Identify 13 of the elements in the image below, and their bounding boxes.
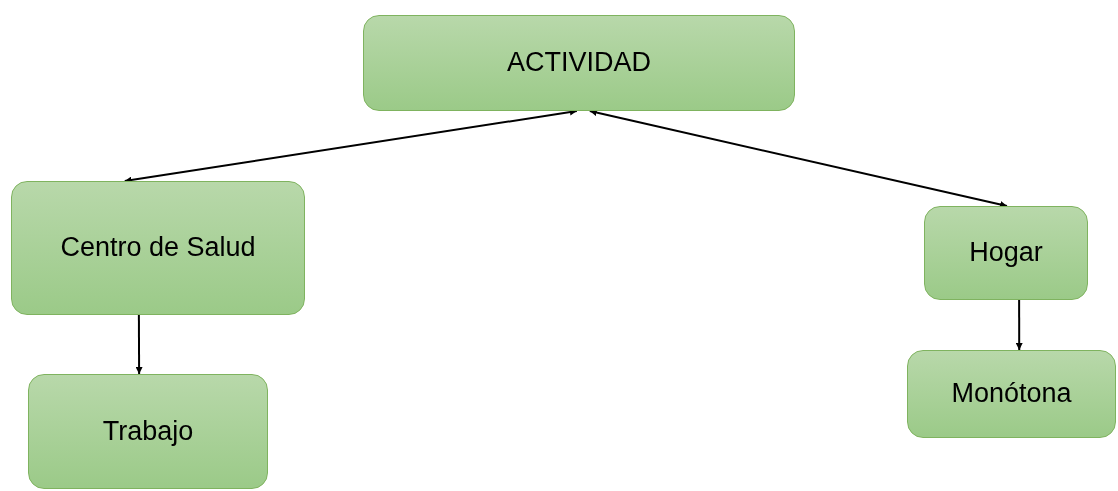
- arrow: [1015, 299, 1023, 351]
- box-label: Centro de Salud: [60, 231, 256, 265]
- process-box: [28, 374, 268, 489]
- arrow: [588, 109, 1008, 208]
- process-box: [924, 206, 1088, 300]
- process-box: [363, 15, 795, 111]
- box-label: Monótona: [951, 377, 1072, 411]
- box-label: ACTIVIDAD: [507, 46, 651, 80]
- box-label: Trabajo: [102, 414, 194, 448]
- process-box: [11, 181, 305, 315]
- box-label: Hogar: [969, 236, 1043, 270]
- arrow: [135, 314, 143, 375]
- process-box: [907, 350, 1116, 438]
